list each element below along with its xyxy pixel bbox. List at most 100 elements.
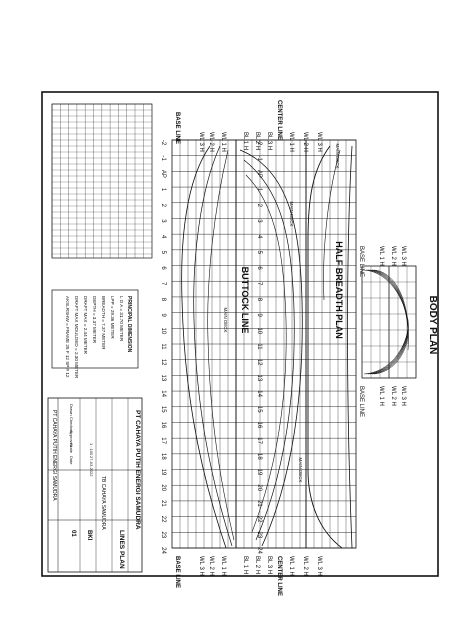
principal-dimension-row: AKSLRSHW = FRAME 25 F 12 SP # 12 [65,296,70,378]
body-section-fwd [369,323,409,375]
profile-stern-line [323,149,341,301]
body-section-fwd [373,319,409,375]
body-section-fwd [371,321,409,375]
station-label-left: 2 [160,204,166,208]
station-label-mid: 21 [256,500,262,507]
station-label-left: 12 [160,359,166,366]
principal-dimension-box [51,289,139,369]
station-label-left: 3 [160,219,166,223]
buttock-curve-2 [193,145,233,547]
body-plan-title: BODY PLAN [427,296,438,355]
principal-dimension-heading: PRINCIPAL DIMENSION [126,296,132,353]
vessel-name: TB CAHAYA SAMUDRA [100,476,106,530]
main-deck-label-3: MAIN DECK [298,457,303,482]
station-label-mid: 13 [256,375,262,382]
principal-dimension-row: BREADTH = 7.37 METER [101,296,106,350]
station-label-mid: -2 [256,140,262,146]
station-label-left: 4 [160,235,166,239]
principal-dimension-row: DRAFT MAX = 2.44 METER [83,296,88,355]
station-label-mid: 15 [256,406,262,413]
base-line-label-bottom: BASE LINE [174,556,180,588]
waterline-label: BL 3 H [266,132,272,150]
waterline-label: BL 2 H [254,132,260,150]
waterline-label-bottom: WL 2 H [302,556,308,576]
waterline-label: WL 2 H [208,132,214,152]
station-label-left: 6 [160,266,166,270]
waterline-label: WL 1 H [220,132,226,152]
center-line-label-bottom: CENTER LINE [276,556,282,596]
station-label-left: 15 [160,406,166,413]
title-block-row-label: Checked [69,417,74,433]
station-label-left: 8 [160,298,166,302]
half-breadth-wl2 [245,174,287,533]
sheet-number: 01 [70,530,76,537]
principal-dimension-row: LPP = 29.36 METER [110,296,115,339]
company-name-left: PT CAHAYA PUTIH ENERGI SAMUDRA [51,410,57,501]
body-plan-label-bottom: WL 2 H [390,386,396,406]
body-plan-label-bottom: WL 1 H [378,386,384,406]
waterline-label: WL 3 H [316,132,322,152]
station-label-mid: 1 [256,188,262,192]
title-block-row-label: Date [69,456,74,465]
station-label-mid: 5 [256,251,262,255]
station-label-left: 11 [160,343,166,350]
title-block-row-label: Drawn [69,404,74,416]
station-label-mid: 19 [256,469,262,476]
title-block [47,397,143,573]
half-breadth-title: HALF BREADTH PLAN [334,241,344,339]
profile-sheer [347,145,353,549]
station-label-mid: 23 [256,531,262,538]
station-label-left: 1 [160,188,166,192]
station-label-mid: 6 [256,266,262,270]
station-label-mid: 3 [256,219,262,223]
drawing-number: BKI [86,530,92,541]
base-line-label-top: BASE LINE [174,112,180,144]
title-block-row-value: 27-03-2022 [89,456,94,477]
station-label-mid: 24 [256,547,262,554]
buttock-curve-3 [207,149,235,541]
waterline-label: WL 3 H [198,132,204,152]
station-label-left: 14 [160,390,166,397]
waterline-label-bottom: WL 2 H [208,556,214,576]
waterline-label-bottom: WL 1 H [220,556,226,576]
profile-keel [307,145,343,549]
waterline-label: BL 1 H [242,132,248,150]
station-label-left: 10 [160,327,166,334]
body-plan-label-top: WL 2 H [390,246,396,266]
buttock-line-title: BUTTOCK LINE [240,267,250,334]
body-section-aft [367,269,409,333]
station-label-left: 19 [160,469,166,476]
station-label-left: 16 [160,422,166,429]
station-label-mid: 10 [256,327,262,334]
station-label-left: -1 [160,156,166,162]
station-label-left: 5 [160,251,166,255]
station-label-left: 9 [160,313,166,317]
buttock-curve-1 [181,145,227,549]
sheet-border [41,91,439,577]
station-label-mid: 17 [256,437,262,444]
station-label-mid: 18 [256,453,262,460]
station-label-left: 7 [160,282,166,286]
half-breadth-wl3 [243,159,295,541]
waterline-label-bottom: BL 1 H [242,556,248,574]
station-label-mid: 12 [256,359,262,366]
title-block-row-label: Scale [69,443,74,454]
principal-dimension-row: L O A = 31.70 METER [119,296,124,342]
main-deck-label-1: MAIN DECK [289,201,294,226]
station-label-mid: 20 [256,484,262,491]
principal-dimension-row: DEPTH = 3.37 METER [92,296,97,344]
body-plan-label-top: WL 1 H [378,246,384,266]
station-label-left: 22 [160,516,166,523]
sheet-title: LINES PLAN [118,530,125,569]
body-section-fwd [367,325,409,375]
station-label-left: 24 [160,547,166,554]
body-plan-label-bottom: BASE LINE [358,386,364,417]
center-line-label-top: CENTER LINE [276,100,282,140]
station-label-mid: 4 [256,235,262,239]
body-plan-label-top: WL 3 H [400,246,406,266]
waterline-label-bottom: BL 3 H [266,556,272,574]
station-label-mid: AP [256,170,262,178]
